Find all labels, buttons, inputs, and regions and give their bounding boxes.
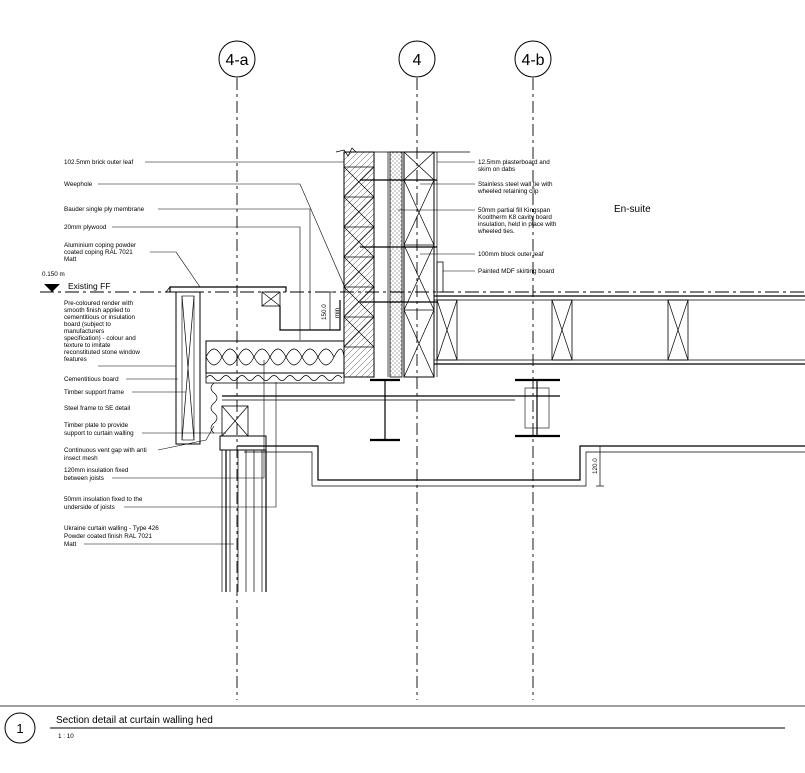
note-insulation-120: 120mm insulation fixed between joists (64, 360, 265, 482)
note-insulation-50: 50mm insulation fixed to the underside o… (64, 382, 277, 511)
svg-text:insect mesh: insect mesh (64, 455, 98, 462)
svg-text:texture to imitate: texture to imitate (64, 342, 111, 349)
view-scale: 1 : 10 (58, 733, 74, 740)
svg-text:Bauder single ply membrane: Bauder single ply membrane (64, 206, 145, 213)
svg-text:Ukraine curtain walling - Type: Ukraine curtain walling - Type 426 (64, 525, 159, 532)
svg-text:smooth finish applied to: smooth finish applied to (64, 307, 131, 314)
svg-text:120mm insulation fixed: 120mm insulation fixed (64, 467, 129, 474)
parapet-detail (165, 286, 345, 592)
grid-label-4-b: 4-b (521, 52, 544, 69)
note-skirting: Painted MDF skirting board (443, 268, 555, 275)
svg-text:Weephole: Weephole (64, 181, 93, 188)
note-cavity-insulation: 50mm partial fill Kingspan Kooltherm K8 … (398, 207, 557, 235)
svg-text:features: features (64, 356, 87, 363)
insulation-50mm (205, 372, 345, 384)
steel-beam (515, 378, 560, 438)
svg-text:cementitious or insulation: cementitious or insulation (64, 314, 136, 321)
note-timber-plate: Timber plate to provide support to curta… (64, 422, 226, 437)
view-number-bubble (4, 712, 36, 744)
grid-lines (236, 78, 534, 700)
brick-outer-leaf (343, 151, 375, 378)
note-steel-frame: Steel frame to SE detail (64, 405, 130, 412)
view-title: Section detail at curtain walling hed (56, 715, 213, 726)
note-render: Pre-coloured render with smooth finish a… (64, 300, 176, 367)
svg-text:manufacturers: manufacturers (64, 328, 104, 335)
dimension-step: 120.0 (592, 445, 604, 487)
svg-text:12.5mm plasterboard and: 12.5mm plasterboard and (478, 159, 550, 166)
dimension-step-value: 120.0 (592, 458, 599, 474)
level-value: 0.150 m (42, 271, 65, 278)
curtain-walling (219, 435, 267, 592)
level-triangle-icon (44, 284, 60, 292)
note-coping: Aluminium coping powder coated coping RA… (64, 242, 201, 288)
note-cementitious-board: Cementitious board (64, 376, 178, 383)
svg-text:Timber plate to provide: Timber plate to provide (64, 422, 129, 429)
room-label: En-suite (614, 204, 651, 215)
svg-text:100mm block outer leaf: 100mm block outer leaf (478, 251, 544, 258)
svg-text:Aluminium coping powder: Aluminium coping powder (64, 242, 136, 249)
svg-text:coated coping RAL 7021: coated coping RAL 7021 (64, 249, 133, 256)
grid-label-4-a: 4-a (225, 52, 248, 69)
svg-text:reconstituted stone window: reconstituted stone window (64, 349, 140, 356)
level-name: Existing FF (68, 281, 111, 291)
coping (169, 286, 287, 292)
joist (551, 299, 573, 361)
note-block-leaf: 100mm block outer leaf (420, 251, 544, 258)
svg-text:Pre-coloured render with: Pre-coloured render with (64, 300, 133, 307)
svg-text:Steel frame to SE detail: Steel frame to SE detail (64, 405, 130, 412)
cavity-insulation (389, 151, 403, 378)
wall-section (335, 147, 470, 378)
grid-bubble-4-a[interactable]: 4-a (218, 40, 256, 78)
note-vent-gap: Continuous vent gap with anti insect mes… (64, 425, 215, 462)
svg-text:Cementitious board: Cementitious board (64, 376, 119, 383)
grid-bubble-4[interactable]: 4 (398, 40, 436, 78)
svg-text:50mm partial fill Kingspan: 50mm partial fill Kingspan (478, 207, 551, 214)
svg-text:Matt: Matt (64, 541, 76, 548)
svg-text:Painted MDF skirting board: Painted MDF skirting board (478, 268, 555, 275)
joist (436, 299, 458, 361)
grid-bubble-4-b[interactable]: 4-b (514, 40, 552, 78)
svg-text:Kooltherm K8 cavity board: Kooltherm K8 cavity board (478, 214, 552, 221)
svg-text:Powder coated finish RAL 7021: Powder coated finish RAL 7021 (64, 533, 152, 540)
grid-label-4: 4 (413, 52, 422, 69)
svg-text:50mm insulation fixed to the: 50mm insulation fixed to the (64, 496, 143, 503)
svg-text:wheeled retaining clip: wheeled retaining clip (477, 188, 539, 195)
svg-text:support to curtain walling: support to curtain walling (64, 430, 134, 437)
steel-beam (370, 378, 400, 442)
svg-text:board (subject to: board (subject to (64, 321, 111, 328)
note-wall-tie: Stainless steel wall tie with wheeled re… (420, 181, 553, 195)
note-brick-outer-leaf: 102.5mm brick outer leaf (64, 159, 344, 166)
note-curtain-walling: Ukraine curtain walling - Type 426 Powde… (64, 525, 234, 548)
note-membrane: Bauder single ply membrane (64, 206, 311, 330)
dimension-upstand-value: 150.0 (321, 304, 328, 320)
svg-text:specification) - colour and: specification) - colour and (64, 335, 136, 342)
svg-text:20mm plywood: 20mm plywood (64, 224, 107, 231)
left-notes: 102.5mm brick outer leaf Weephole Bauder… (64, 159, 347, 548)
note-weephole: Weephole (64, 181, 347, 291)
svg-text:Timber support frame: Timber support frame (64, 389, 124, 396)
svg-text:wheeled ties.: wheeled ties. (477, 228, 515, 235)
floor-zone (222, 295, 805, 487)
svg-text:between joists: between joists (64, 475, 104, 482)
svg-text:insulation, held in place with: insulation, held in place with (478, 221, 557, 228)
svg-text:underside of joists: underside of joists (64, 504, 115, 511)
right-notes: 12.5mm plasterboard and skim on dabs Sta… (398, 159, 557, 275)
svg-text:skim on dabs: skim on dabs (478, 166, 515, 173)
svg-text:Stainless steel wall tie with: Stainless steel wall tie with (478, 181, 553, 188)
title-block: 1 Section detail at curtain walling hed … (0, 705, 805, 744)
svg-text:Continuous vent gap with anti: Continuous vent gap with anti (64, 447, 147, 454)
dimension-upstand: 150.0 min (321, 291, 341, 331)
svg-text:Matt: Matt (64, 256, 76, 263)
view-number: 1 (16, 721, 23, 736)
note-plasterboard: 12.5mm plasterboard and skim on dabs (437, 159, 550, 173)
insulation-120mm (205, 340, 345, 374)
svg-text:102.5mm brick outer leaf: 102.5mm brick outer leaf (64, 159, 134, 166)
note-plywood: 20mm plywood (64, 224, 301, 340)
level-marker: 0.150 m Existing FF (40, 271, 805, 293)
joist (667, 299, 689, 361)
dimension-upstand-unit: min (334, 307, 341, 318)
note-timber-frame: Timber support frame (64, 389, 186, 396)
